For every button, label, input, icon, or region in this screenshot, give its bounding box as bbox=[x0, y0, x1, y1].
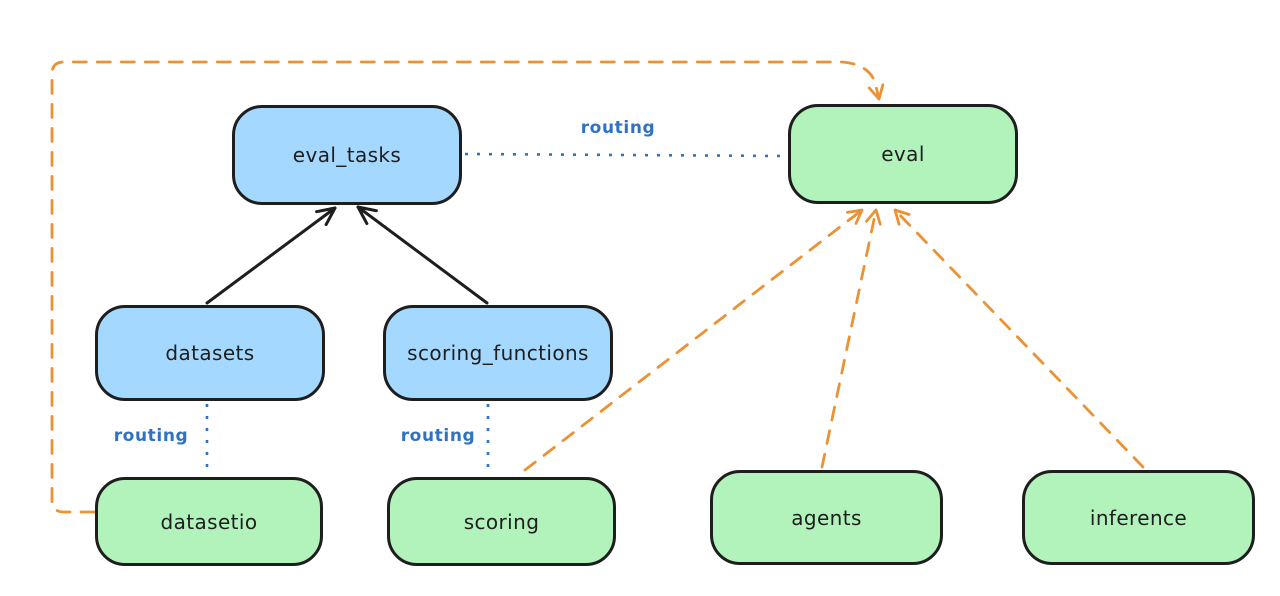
node-scoring-label: scoring bbox=[463, 509, 540, 534]
node-datasets-label: datasets bbox=[165, 341, 255, 365]
routing-label-eval-tasks-eval: routing bbox=[580, 118, 656, 138]
node-eval-tasks-label: eval_tasks bbox=[292, 143, 402, 167]
edge-scoring-functions-to-eval-tasks bbox=[356, 205, 489, 305]
node-agents-label: agents bbox=[791, 505, 862, 530]
node-scoring-functions-label: scoring_functions bbox=[407, 341, 589, 365]
routing-label-datasets-datasetio: routing bbox=[113, 426, 189, 446]
node-datasetio: datasetio bbox=[95, 477, 323, 566]
edge-datasetio-to-eval-loop bbox=[50, 60, 885, 514]
node-eval-label: eval bbox=[881, 142, 925, 166]
edge-agents-to-eval bbox=[820, 208, 882, 469]
edge-scoring-to-eval bbox=[523, 208, 864, 472]
edge-datasets-to-eval-tasks bbox=[205, 206, 337, 305]
node-eval-tasks: eval_tasks bbox=[232, 105, 462, 205]
node-scoring: scoring bbox=[387, 477, 616, 566]
edge-inference-to-eval bbox=[893, 208, 1145, 469]
node-inference: inference bbox=[1022, 470, 1255, 565]
node-inference-label: inference bbox=[1089, 505, 1188, 530]
node-scoring-functions: scoring_functions bbox=[383, 305, 613, 401]
routing-label-scoring-functions-scoring: routing bbox=[400, 426, 476, 446]
node-datasets: datasets bbox=[95, 305, 325, 401]
node-eval: eval bbox=[788, 104, 1018, 204]
edge-eval-tasks-to-eval-routing bbox=[464, 152, 787, 158]
node-datasetio-label: datasetio bbox=[160, 509, 258, 534]
node-agents: agents bbox=[710, 470, 943, 565]
